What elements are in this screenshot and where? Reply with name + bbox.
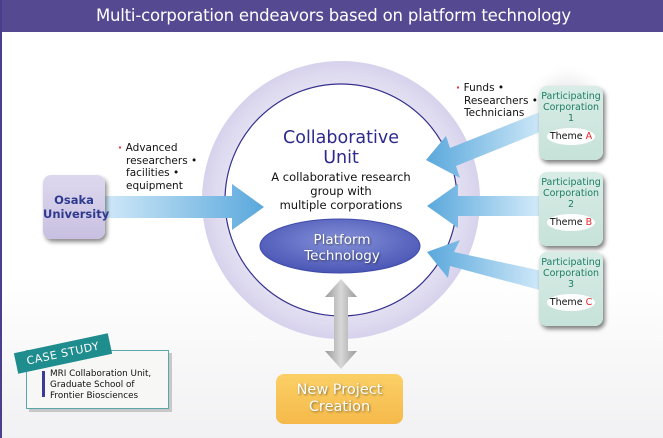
- page-title: Multi-corporation endeavors based on pla…: [2, 0, 663, 32]
- contribution-item: equipment: [126, 179, 183, 192]
- osaka-university-box: Osaka University: [43, 175, 110, 239]
- corp-label: Participating: [541, 177, 601, 188]
- theme-word: Theme: [549, 131, 583, 142]
- case-study-text: MRI Collaboration Unit, Graduate School …: [50, 369, 151, 402]
- corp2-arrow: [427, 184, 542, 228]
- contribution-item: Advanced: [125, 142, 178, 154]
- description-line: multiple corporations: [279, 198, 403, 212]
- theme-letter: C: [585, 297, 593, 308]
- corp-label: Participating: [541, 91, 601, 102]
- new-project-creation-box: New Project Creation: [276, 374, 403, 424]
- new-project-line2: Creation: [308, 399, 371, 415]
- collaborative-unit-title: Collaborative Unit: [256, 128, 426, 168]
- corp-label: Participating: [541, 257, 601, 268]
- case-study-line: Graduate School of: [50, 380, 135, 390]
- platform-line1: Platform: [313, 232, 371, 248]
- contribution-item: facilities •: [126, 167, 180, 179]
- contribution-item: Technicians: [464, 107, 525, 119]
- participating-corporation-1: Participating Corporation 1 Theme A: [539, 86, 603, 160]
- theme-badge: Theme A: [547, 128, 595, 145]
- university-contributions: · Advanced researchers • facilities • eq…: [118, 142, 198, 192]
- corp-number: 2: [567, 199, 575, 210]
- unit-title-line2: Unit: [323, 148, 359, 168]
- case-study-line: MRI Collaboration Unit,: [50, 369, 152, 379]
- osaka-label-line2: University: [43, 207, 110, 221]
- platform-technology-label: Platform Technology: [262, 220, 422, 276]
- corp-label: Corporation: [542, 102, 600, 113]
- participating-corporation-3: Participating Corporation 3 Theme C: [539, 252, 603, 326]
- contribution-item: researchers •: [126, 154, 198, 167]
- corp-number: 1: [567, 113, 575, 124]
- contribution-item: Funds •: [463, 82, 505, 94]
- contribution-item: Researchers •: [464, 94, 538, 107]
- corp3-arrow: [427, 240, 547, 292]
- theme-letter: B: [585, 217, 593, 228]
- theme-word: Theme: [549, 217, 583, 228]
- theme-word: Theme: [549, 297, 583, 308]
- unit-title-line1: Collaborative: [283, 128, 399, 148]
- description-line: A collaborative research: [271, 170, 411, 184]
- corp-label: Corporation: [542, 268, 600, 279]
- description-line: group with: [310, 184, 372, 198]
- new-project-line1: New Project: [296, 382, 383, 398]
- corp1-arrow: [426, 108, 550, 178]
- corp-number: 3: [567, 279, 575, 290]
- osaka-label-line1: Osaka: [54, 193, 94, 207]
- platform-line2: Technology: [304, 248, 380, 264]
- theme-badge: Theme B: [547, 214, 595, 231]
- corporate-contributions: · Funds • Researchers • Technicians: [456, 82, 538, 119]
- platform-ellipse: [259, 218, 421, 274]
- university-arrow: [105, 184, 264, 230]
- theme-letter: A: [585, 131, 593, 142]
- collaborative-unit-description: A collaborative research group with mult…: [246, 170, 436, 212]
- case-study-accent-bar: [42, 371, 45, 397]
- case-study-line: Frontier Biosciences: [50, 391, 139, 401]
- participating-corporation-2: Participating Corporation 2 Theme B: [539, 172, 603, 246]
- theme-badge: Theme C: [547, 294, 595, 311]
- corp-label: Corporation: [542, 188, 600, 199]
- bidirectional-arrow: [325, 279, 357, 369]
